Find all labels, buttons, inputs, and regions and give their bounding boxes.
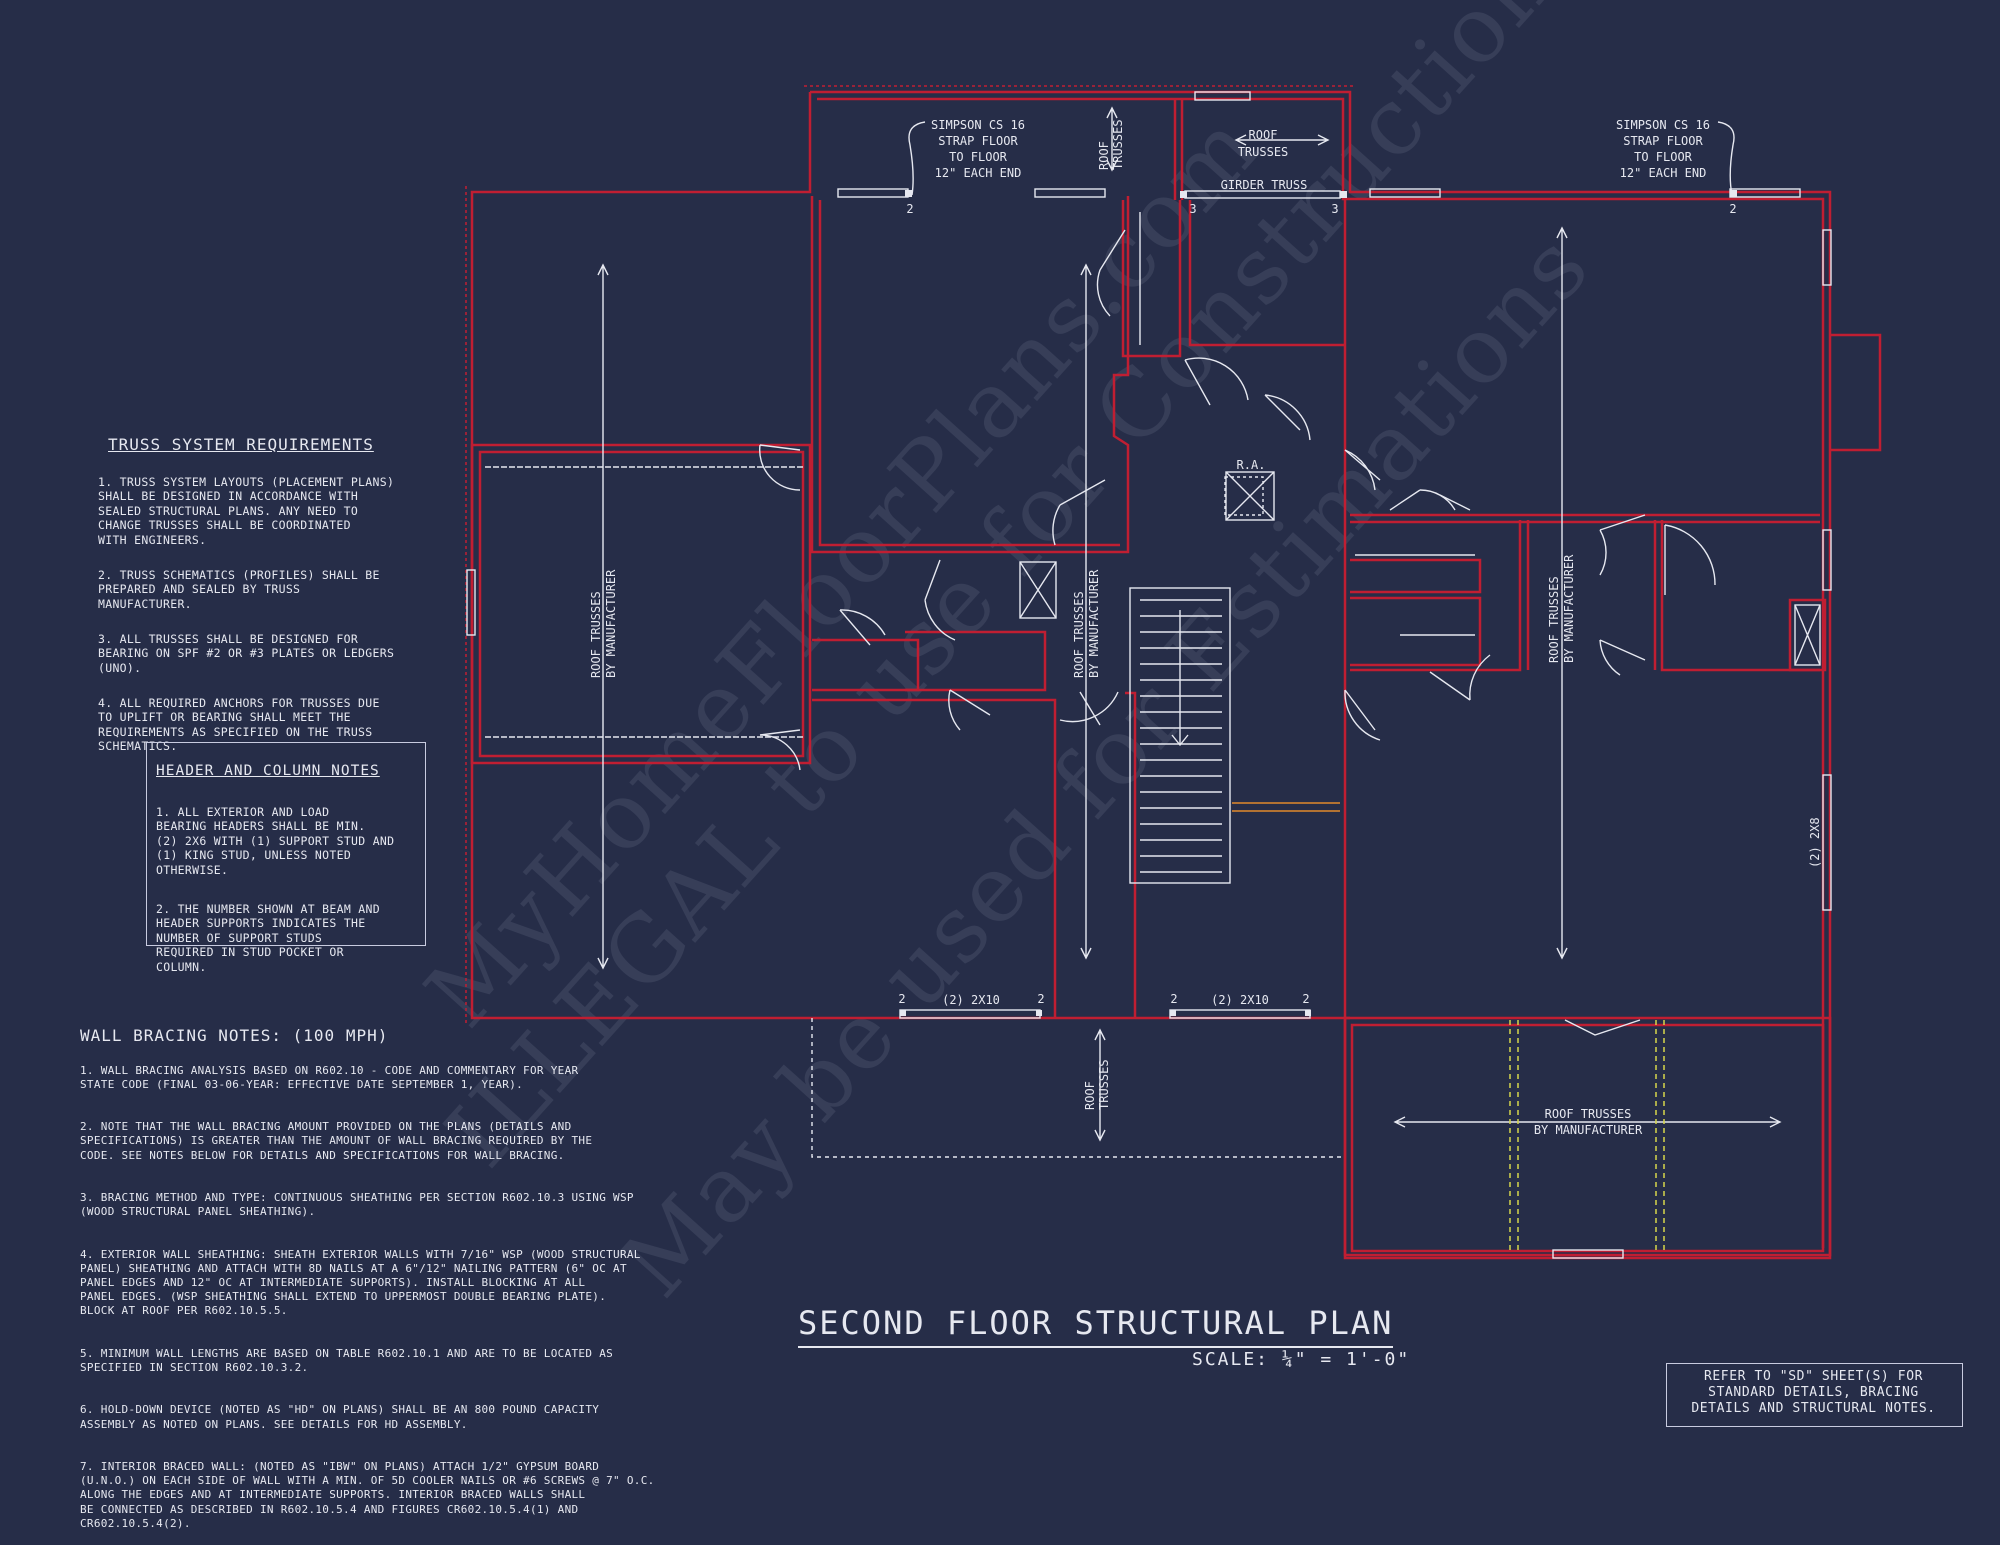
bracing-note-6: 6. HOLD-DOWN DEVICE (NOTED AS "HD" ON PL… [80,1403,600,1431]
roof-by-mfr-center-1: ROOF TRUSSES [1072,591,1086,678]
roof-by-mfr-right-1: ROOF TRUSSES [1547,576,1561,663]
strap-note-left-3: TO FLOOR [949,150,1008,164]
bracing-note-5: 5. MINIMUM WALL LENGTHS ARE BASED ON TAB… [80,1346,614,1375]
sheet-title: SECOND FLOOR STRUCTURAL PLAN [798,1304,1394,1348]
refer-note-text: REFER TO "SD" SHEET(S) FOR STANDARD DETA… [1691,1369,1936,1416]
ra-label: R.A. [1237,458,1266,472]
floor-plan-drawing: SIMPSON CS 16 STRAP FLOOR TO FLOOR 12" E… [465,85,1882,1260]
roof-by-mfr-left-2: BY MANUFACTURER [604,569,618,678]
bracing-note-2: 2. NOTE THAT THE WALL BRACING AMOUNT PRO… [80,1120,593,1162]
roof-trusses-label-1: ROOF [1249,128,1278,142]
stud-count-5: 2 [898,992,905,1006]
truss-requirements-block: TRUSS SYSTEM REQUIREMENTS 1. TRUSS SYSTE… [98,423,458,768]
header-column-heading: HEADER AND COLUMN NOTES [156,762,380,779]
roof-trusses-porch-2: TRUSSES [1097,1059,1111,1110]
bracing-note-4: 4. EXTERIOR WALL SHEATHING: SHEATH EXTER… [80,1247,641,1318]
bracing-note-1: 1. WALL BRACING ANALYSIS BASED ON R602.1… [80,1063,579,1091]
strap-note-right-1: SIMPSON CS 16 [1616,118,1710,132]
wall-bracing-heading: WALL BRACING NOTES: (100 MPH) [80,1026,389,1046]
stud-count-4: 3 [1331,202,1338,216]
girder-truss-label: GIRDER TRUSS [1221,178,1308,192]
roof-by-mfr-porch-1: ROOF TRUSSES [1545,1107,1632,1121]
header-2x10-right: (2) 2x10 [1211,993,1269,1007]
plan-labels: SIMPSON CS 16 STRAP FLOOR TO FLOOR 12" E… [589,118,1822,1137]
stud-count-1: 2 [906,202,913,216]
orange-beam [1232,802,1340,812]
roof-trusses-vertical-1: ROOF [1097,141,1111,170]
roof-by-mfr-left-1: ROOF TRUSSES [589,591,603,678]
roof-overhang-lines [465,85,1356,1024]
truss-note-1: 1. TRUSS SYSTEM LAYOUTS (PLACEMENT PLANS… [98,474,395,547]
truss-note-3: 3. ALL TRUSSES SHALL BE DESIGNED FOR BEA… [98,631,395,675]
stud-count-6: 2 [1037,992,1044,1006]
header-2x10-left: (2) 2x10 [942,993,1000,1007]
header-2x8-label: (2) 2x8 [1808,817,1822,868]
roof-trusses-porch-1: ROOF [1083,1081,1097,1110]
header-note-2: 2. THE NUMBER SHOWN AT BEAM AND HEADER S… [156,901,380,974]
stud-count-8: 2 [1302,992,1309,1006]
stud-count-2: 2 [1729,202,1736,216]
refer-note-box [1666,1363,1963,1427]
roof-by-mfr-right-2: BY MANUFACTURER [1562,554,1576,663]
sheet-scale: SCALE: ¼" = 1'-0" [1192,1349,1411,1370]
roof-trusses-label-2: TRUSSES [1238,145,1289,159]
strap-note-right-2: STRAP FLOOR [1623,134,1703,148]
truss-note-4: 4. ALL REQUIRED ANCHORS FOR TRUSSES DUE … [98,695,380,754]
walls [470,90,1882,1260]
strap-note-left-2: STRAP FLOOR [938,134,1018,148]
roof-trusses-vertical-2: TRUSSES [1111,119,1125,170]
truss-note-2: 2. TRUSS SCHEMATICS (PROFILES) SHALL BE … [98,567,380,611]
roof-by-mfr-porch-2: BY MANUFACTURER [1534,1123,1643,1137]
wall-bracing-notes-block: WALL BRACING NOTES: (100 MPH) 1. WALL BR… [80,1015,720,1545]
header-column-notes-box [146,742,426,946]
stud-count-3: 3 [1189,202,1196,216]
bracing-note-3: 3. BRACING METHOD AND TYPE: CONTINUOUS S… [80,1191,634,1219]
bracing-note-7: 7. INTERIOR BRACED WALL: (NOTED AS "IBW"… [80,1460,655,1530]
strap-note-right-3: TO FLOOR [1634,150,1693,164]
stud-count-7: 2 [1170,992,1177,1006]
strap-note-left-1: SIMPSON CS 16 [931,118,1025,132]
strap-note-right-4: 12" EACH END [1620,166,1707,180]
header-note-1: 1. ALL EXTERIOR AND LOAD BEARING HEADERS… [156,804,395,877]
strap-note-left-4: 12" EACH END [935,166,1022,180]
truss-requirements-heading: TRUSS SYSTEM REQUIREMENTS [108,434,374,454]
stud-markers [900,190,1737,1016]
header-column-notes-block: HEADER AND COLUMN NOTES 1. ALL EXTERIOR … [156,749,424,989]
roof-by-mfr-center-2: BY MANUFACTURER [1087,569,1101,678]
